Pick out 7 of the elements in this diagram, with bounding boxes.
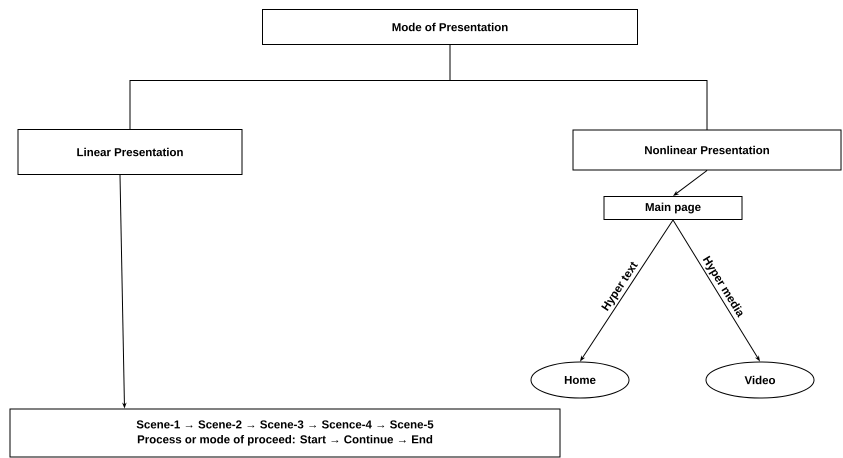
process-box: Main page xyxy=(604,196,742,220)
process-box: Mode of Presentation xyxy=(262,9,638,45)
process-box: Nonlinear Presentation xyxy=(572,130,842,170)
ellipse-node: Home xyxy=(530,362,630,398)
process-box: Scene-1 → Scene-2 → Scene-3 → Scence-4 → Scene-5 Process or mode of proceed: Start → Continue → End xyxy=(10,408,560,458)
ellipse-node: Video xyxy=(706,362,814,398)
process-box: Linear Presentation xyxy=(18,129,242,175)
